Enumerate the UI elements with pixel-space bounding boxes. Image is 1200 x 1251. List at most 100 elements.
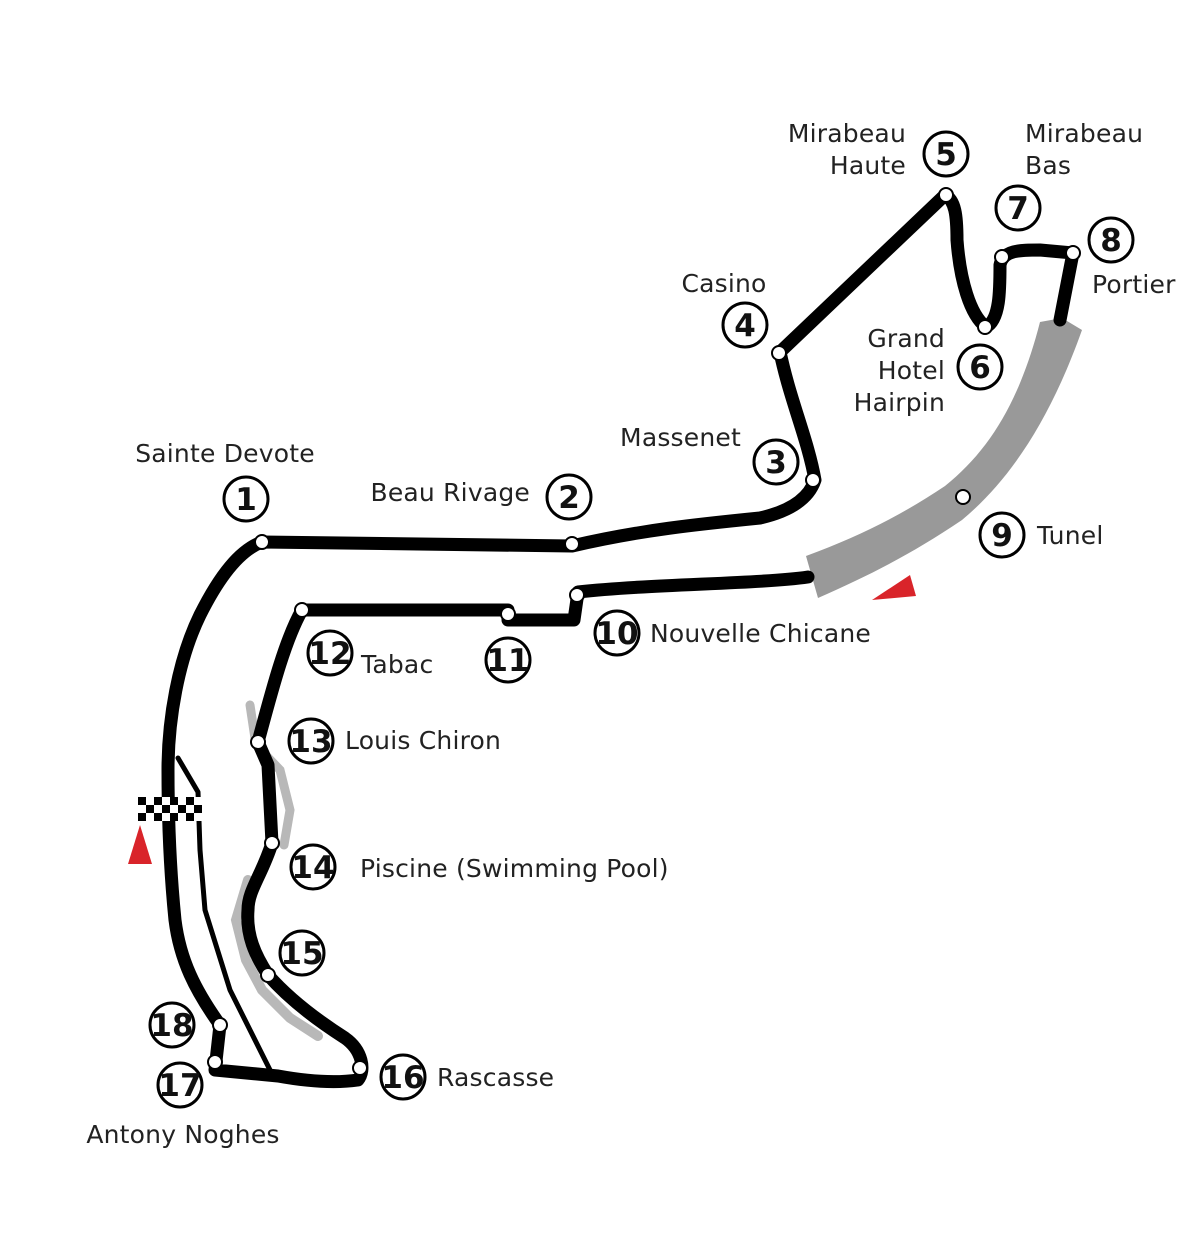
corner-number: 17	[158, 1068, 201, 1104]
corner-name: Tabac	[360, 650, 433, 679]
corner-dot	[294, 602, 310, 618]
runoff-louis-chiron	[245, 700, 295, 850]
corner-dot	[212, 1017, 228, 1033]
corner-dot	[207, 1054, 223, 1070]
corner-badge	[978, 511, 1026, 559]
corner-name: Mirabeau	[1025, 119, 1143, 148]
corner-badge	[306, 629, 354, 677]
corner-number: 5	[935, 137, 957, 173]
corner-badge	[278, 929, 326, 977]
corner-dot	[938, 187, 954, 203]
corner-number: 12	[308, 636, 351, 672]
pit-lane	[175, 755, 273, 1073]
corner-12: 12 Tabac	[306, 629, 433, 679]
corner-11: 11	[484, 636, 532, 684]
corner-number: 10	[595, 616, 638, 652]
corner-badge	[148, 1001, 196, 1049]
corner-number: 8	[1100, 223, 1122, 259]
corner-4: 4 Casino	[681, 269, 769, 349]
corner-dot	[805, 472, 821, 488]
corner-number: 15	[280, 936, 323, 972]
corner-dot	[250, 734, 266, 750]
checkered-flag-icon	[138, 797, 202, 821]
tunnel-section	[806, 318, 1082, 598]
corner-badge	[222, 475, 270, 523]
red-triangle-arrow-icon	[128, 825, 152, 864]
corner-number: 16	[381, 1060, 424, 1096]
corner-dot	[771, 345, 787, 361]
corner-name: Haute	[830, 151, 906, 180]
corner-name: Hotel	[878, 356, 945, 385]
corner-dot	[264, 835, 280, 851]
corner-dot	[955, 489, 971, 505]
corner-badge	[922, 130, 970, 178]
corner-dots	[207, 187, 1081, 1076]
corner-number: 14	[291, 850, 334, 886]
corner-14: 14 Piscine (Swimming Pool)	[289, 843, 669, 891]
red-triangle-arrow-icon	[872, 575, 916, 600]
corner-name: Antony Noghes	[86, 1120, 279, 1149]
corner-dot	[260, 967, 276, 983]
corner-number: 9	[991, 518, 1013, 554]
corner-3: 3 Massenet	[620, 423, 800, 486]
corner-dot	[977, 319, 993, 335]
corner-number: 6	[969, 350, 991, 386]
corner-dot	[254, 534, 270, 550]
corner-18: 18	[148, 1001, 196, 1049]
corner-badge	[484, 636, 532, 684]
corner-badge	[752, 438, 800, 486]
corner-name: Grand	[867, 324, 945, 353]
corner-name: Sainte Devote	[135, 439, 315, 468]
corner-16: 16 Rascasse	[379, 1053, 554, 1101]
corner-name: Portier	[1092, 270, 1176, 299]
corner-name: Louis Chiron	[345, 726, 501, 755]
corner-name: Massenet	[620, 423, 741, 452]
corner-name: Nouvelle Chicane	[650, 619, 871, 648]
corner-dot	[564, 536, 580, 552]
corner-13: 13 Louis Chiron	[287, 717, 501, 765]
corner-dot	[569, 587, 585, 603]
corner-number: 13	[289, 724, 332, 760]
corner-1: 1 Sainte Devote	[135, 439, 315, 523]
corner-badge	[156, 1061, 204, 1109]
corner-name: Mirabeau	[788, 119, 906, 148]
corner-number: 4	[734, 308, 756, 344]
corner-badge	[289, 843, 337, 891]
corner-name: Beau Rivage	[370, 478, 530, 507]
corner-name: Hairpin	[854, 388, 945, 417]
corner-name: Casino	[681, 269, 766, 298]
corner-badge	[379, 1053, 427, 1101]
corner-number: 18	[150, 1008, 193, 1044]
corner-10: 10 Nouvelle Chicane	[593, 609, 871, 657]
corner-badge	[721, 301, 769, 349]
runoff-piscine	[230, 875, 323, 1041]
runoff-areas	[230, 700, 323, 1041]
corner-badge	[956, 343, 1004, 391]
corner-number: 7	[1007, 191, 1029, 227]
corner-number: 3	[765, 445, 787, 481]
corner-badge	[287, 717, 335, 765]
corner-number: 1	[235, 482, 257, 518]
corner-dot	[994, 249, 1010, 265]
corner-name: Piscine (Swimming Pool)	[360, 854, 669, 883]
corner-badge	[994, 184, 1042, 232]
corner-name: Tunel	[1036, 521, 1104, 550]
corner-number: 11	[486, 643, 529, 679]
corner-name: Rascasse	[437, 1063, 554, 1092]
corner-15: 15	[278, 929, 326, 977]
corner-dot	[1065, 245, 1081, 261]
corner-dot	[352, 1060, 368, 1076]
corner-badge	[1087, 216, 1135, 264]
corner-badge	[593, 609, 641, 657]
corner-dot	[500, 606, 516, 622]
corner-badge	[545, 473, 593, 521]
corner-9: 9 Tunel	[978, 511, 1104, 559]
